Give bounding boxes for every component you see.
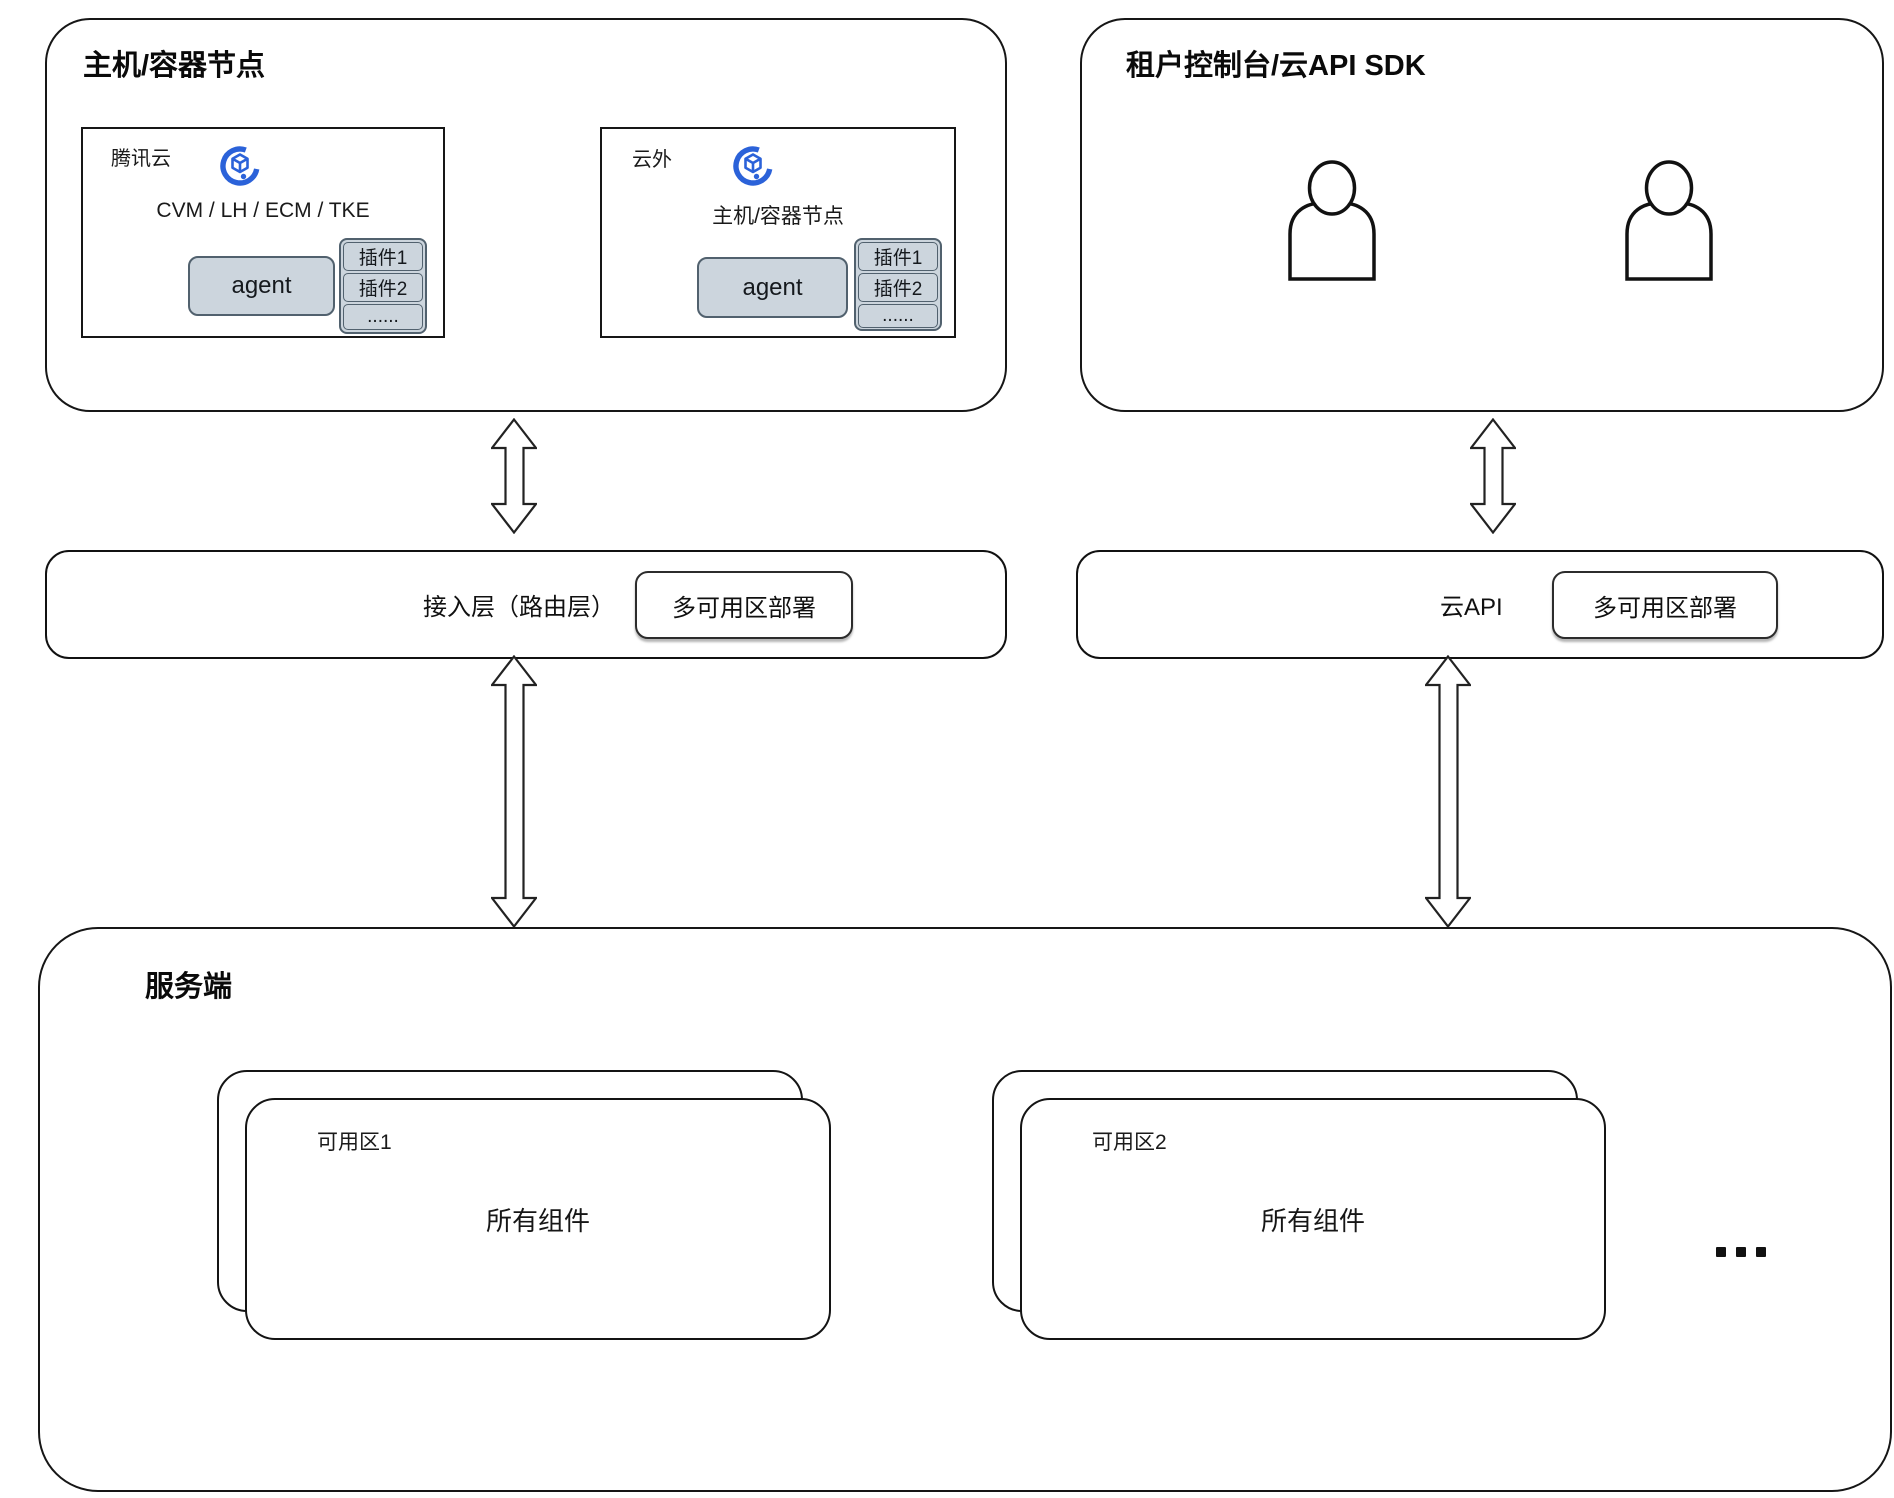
zone-content: 所有组件: [1260, 1205, 1365, 1236]
access-layer-bar: 接入层（路由层） 多可用区部署: [45, 550, 1007, 659]
double-arrow-icon: [1423, 654, 1473, 933]
tencent-node: 腾讯云 CVM / LH / ECM / TKE agent 插件1 插件2 .…: [81, 127, 445, 338]
double-arrow-icon: [489, 417, 539, 539]
external-node: 云外 主机/容器节点 agent 插件1 插件2 ......: [600, 127, 956, 338]
plugin-stack: 插件1 插件2 ......: [339, 238, 427, 334]
external-node-subtitle: 主机/容器节点: [712, 205, 844, 228]
ellipsis-icon: [1716, 1247, 1766, 1257]
tencent-cloud-icon: [730, 143, 776, 189]
server-section-title: 服务端: [145, 971, 233, 1003]
plugin-item: 插件2: [343, 273, 423, 302]
double-arrow-icon: [1468, 417, 1518, 539]
access-layer-label: 接入层（路由层）: [423, 594, 615, 621]
tencent-node-label: 腾讯云: [111, 148, 171, 170]
host-section-title: 主机/容器节点: [83, 50, 266, 82]
double-arrow-icon: [489, 654, 539, 933]
multi-az-badge: 多可用区部署: [1552, 571, 1778, 639]
zone-card: 所有组件 可用区2: [1020, 1098, 1606, 1340]
plugin-item: ......: [343, 304, 423, 330]
agent-button: agent: [188, 256, 335, 316]
agent-button: agent: [697, 257, 848, 318]
plugin-item: 插件1: [343, 242, 423, 271]
zone-label: 可用区1: [317, 1131, 392, 1154]
multi-az-badge: 多可用区部署: [635, 571, 853, 639]
host-section: 主机/容器节点 腾讯云 CVM / LH / ECM / TKE agent 插…: [45, 18, 1007, 412]
cloud-api-label: 云API: [1440, 594, 1503, 621]
zone-card: 所有组件 可用区1: [245, 1098, 831, 1340]
server-section: 服务端 所有组件 可用区1 所有组件 可用区2: [38, 927, 1892, 1492]
tencent-node-products: CVM / LH / ECM / TKE: [156, 199, 370, 222]
zone-content: 所有组件: [485, 1205, 590, 1236]
external-node-label: 云外: [632, 149, 672, 171]
user-icon: [1614, 160, 1724, 282]
tenant-section-title: 租户控制台/云API SDK: [1126, 50, 1426, 82]
plugin-item: ......: [858, 304, 938, 328]
tenant-section: 租户控制台/云API SDK: [1080, 18, 1884, 412]
plugin-item: 插件2: [858, 273, 938, 302]
plugin-stack: 插件1 插件2 ......: [854, 238, 942, 331]
plugin-item: 插件1: [858, 242, 938, 271]
cloud-api-bar: 云API 多可用区部署: [1076, 550, 1884, 659]
user-icon: [1277, 160, 1387, 282]
tencent-cloud-icon: [217, 143, 263, 189]
zone-label: 可用区2: [1092, 1131, 1167, 1154]
